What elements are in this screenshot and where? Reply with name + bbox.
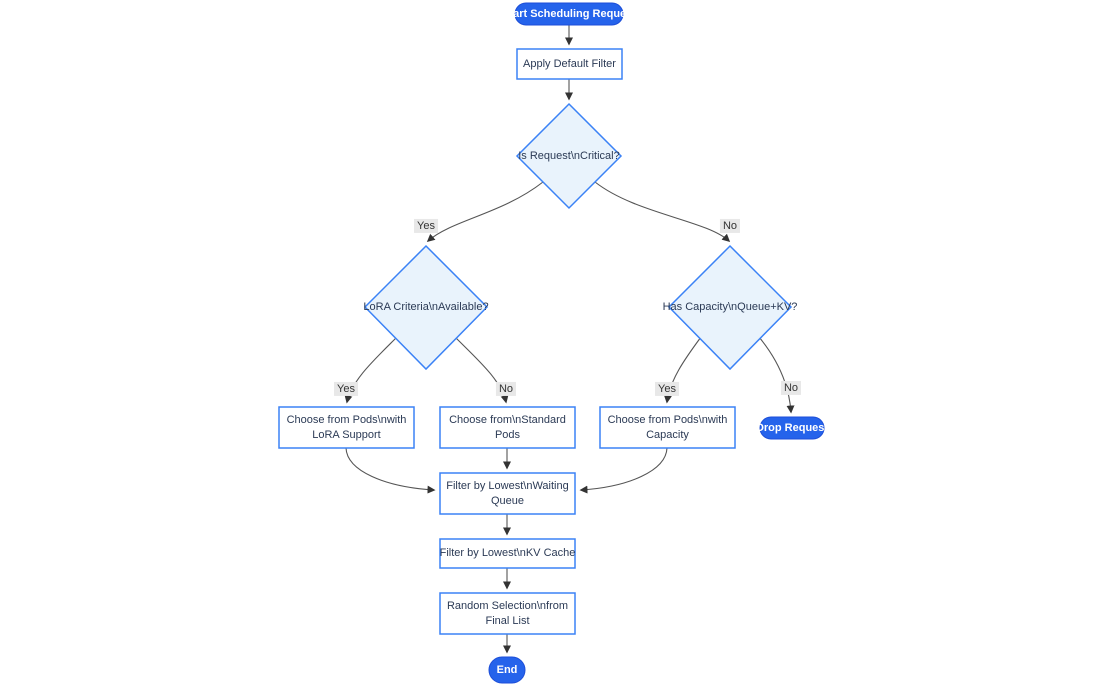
choose-capacity-pods-label: Choose from Pods\nwith Capacity <box>607 414 728 441</box>
drop-request-shape <box>759 416 825 440</box>
choose-lora-pods-label: Choose from Pods\nwith LoRA Support <box>286 414 407 441</box>
edge-lora-pods-filter <box>345 447 436 494</box>
random-selection-label: Random Selection\nfrom Final List <box>446 600 569 627</box>
has-capacity-decision-shape <box>667 244 793 371</box>
lora-criteria-decision-shape <box>363 244 489 371</box>
edge-critical-no <box>594 181 731 243</box>
has-capacity-decision-label: Has Capacity\nQueue+KV? <box>662 300 798 313</box>
edge-label-capacity-no: No <box>780 380 802 396</box>
lora-criteria-decision-label: LoRA Criteria\nAvailable? <box>363 300 489 313</box>
edge-label-lora-yes: Yes <box>334 381 358 397</box>
edge-capacity-no <box>758 336 795 414</box>
filter-waiting-queue-label: Filter by Lowest\nWaiting Queue <box>446 480 569 507</box>
start-node-label: Start Scheduling Request <box>502 7 636 20</box>
filter-kv-cache-label: Filter by Lowest\nKV Cache <box>439 547 576 560</box>
choose-capacity-pods-shape <box>599 406 736 449</box>
is-critical-decision-label: Is Request\nCritical? <box>518 149 620 162</box>
edge-capacity-pods-filter <box>579 447 668 494</box>
apply-default-filter-shape <box>516 48 623 80</box>
choose-standard-pods-shape <box>439 406 576 449</box>
choose-lora-pods-shape <box>278 406 415 449</box>
apply-default-filter-label: Apply Default Filter <box>523 57 616 70</box>
choose-standard-pods-label: Choose from\nStandard Pods <box>449 414 566 441</box>
edge-label-critical-yes: Yes <box>414 218 438 234</box>
edge-critical-yes <box>426 181 544 242</box>
edge-label-critical-no: No <box>719 218 741 234</box>
start-node-shape <box>514 2 624 26</box>
filter-waiting-queue-shape <box>439 472 576 515</box>
random-selection-shape <box>439 592 576 635</box>
drop-request-label: Drop Request <box>755 421 829 434</box>
edge-label-lora-no: No <box>495 381 517 397</box>
edge-label-capacity-yes: Yes <box>655 381 679 397</box>
is-critical-decision-shape <box>515 102 623 210</box>
filter-kv-cache-shape <box>439 538 576 569</box>
end-node-shape <box>488 656 526 684</box>
end-node-label: End <box>496 663 518 676</box>
